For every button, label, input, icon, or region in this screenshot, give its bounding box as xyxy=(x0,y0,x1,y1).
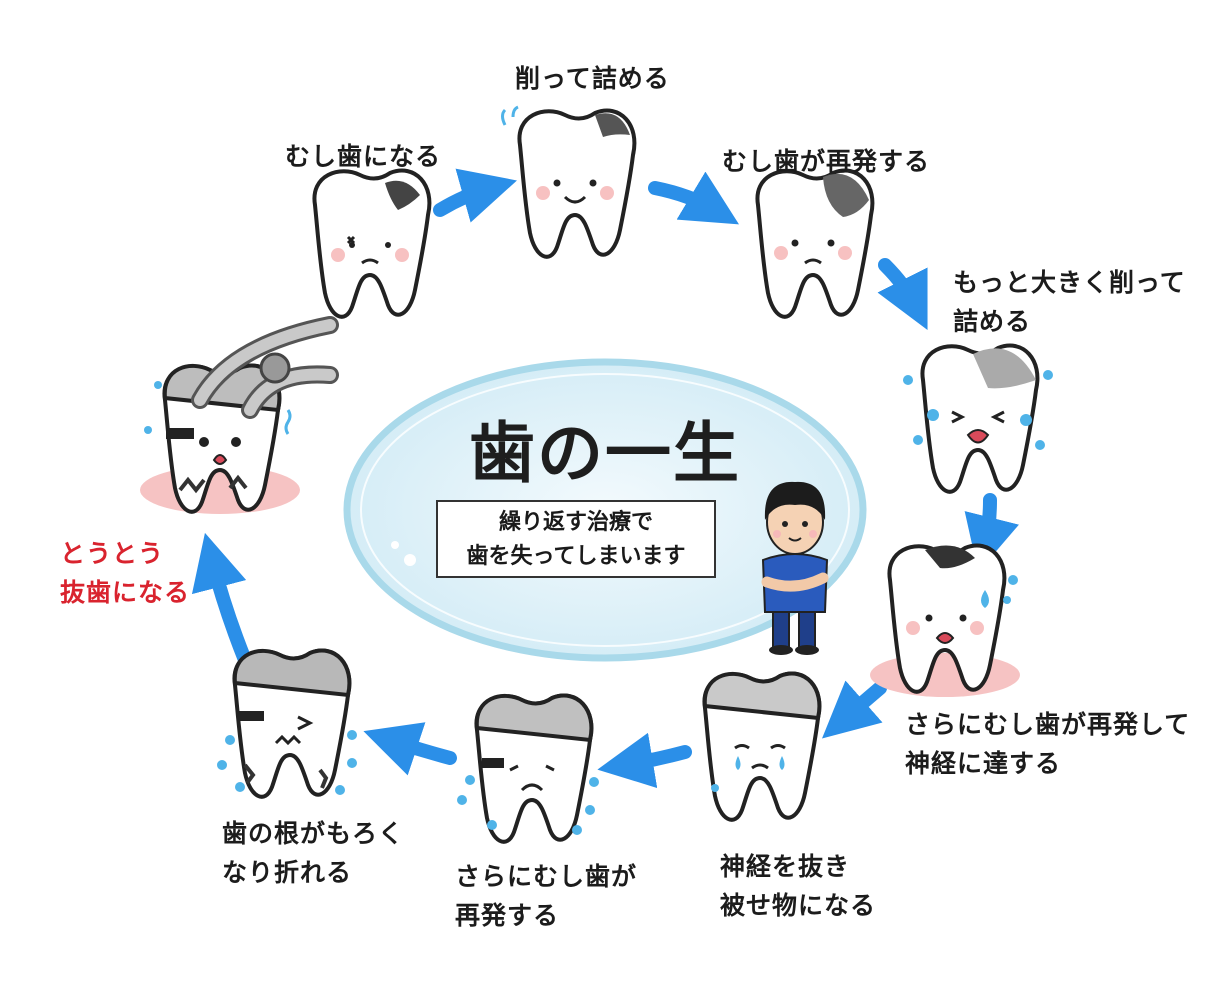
arrow-3-to-4 xyxy=(877,258,928,331)
arrow-7-to-8 xyxy=(363,722,457,776)
step-label-line: さらにむし歯が再発して xyxy=(905,710,1191,739)
tooth-icon xyxy=(501,105,637,259)
arrow-4-to-5 xyxy=(964,493,1019,573)
forceps-icon xyxy=(191,316,339,419)
step-label-line: 抜歯になる xyxy=(60,577,191,607)
arrow-1-to-2 xyxy=(433,168,517,223)
step-label-line: 神経に達する xyxy=(905,748,1062,778)
arrow-6-to-7 xyxy=(597,732,692,789)
step-label-line: むし歯が再発する xyxy=(722,147,931,176)
step-label-3: むし歯が再発する xyxy=(722,143,930,182)
arrow-8-to-9 xyxy=(191,532,252,667)
step-label-line: とうとう xyxy=(60,539,165,568)
step-label-5: さらにむし歯が再発して 神経に達する xyxy=(905,706,1190,784)
tooth-icon xyxy=(457,693,599,844)
dentist-figure-icon xyxy=(761,481,829,655)
step-label-1: むし歯になる xyxy=(285,138,441,177)
step-label-line: むし歯になる xyxy=(285,142,442,171)
arrow-5-to-6 xyxy=(822,680,887,739)
cycle-arrows xyxy=(191,168,1019,789)
step-label-line: 削って詰める xyxy=(515,64,670,93)
step-label-line: 詰める xyxy=(953,306,1032,336)
tooth-icon xyxy=(870,543,1020,697)
tooth-icon xyxy=(903,343,1053,494)
subtitle-line: 繰り返す治療で xyxy=(498,510,653,535)
step-label-line: なり折れる xyxy=(222,857,353,887)
step-label-8: 歯の根がもろく なり折れる xyxy=(222,815,404,893)
arrow-2-to-3 xyxy=(648,171,740,225)
step-label-line: さらにむし歯が xyxy=(455,862,638,891)
step-label-2: 削って詰める xyxy=(515,60,670,99)
step-label-6: 神経を抜き 被せ物になる xyxy=(720,848,876,926)
tooth-icon xyxy=(702,671,822,822)
step-label-line: 被せ物になる xyxy=(720,890,877,920)
tooth-icon xyxy=(755,168,875,319)
step-label-line: 歯の根がもろく xyxy=(222,819,405,848)
tooth-icon xyxy=(312,168,432,319)
step-label-line: もっと大きく削って xyxy=(953,268,1186,297)
subtitle-box: 繰り返す治療で 歯を失ってしまいます xyxy=(436,500,716,578)
subtitle-line: 歯を失ってしまいます xyxy=(466,544,686,569)
diagram-title: 歯の一生 xyxy=(469,415,741,492)
step-label-line: 神経を抜き xyxy=(720,852,851,881)
step-label-line: 再発する xyxy=(455,900,560,930)
step-label-7: さらにむし歯が 再発する xyxy=(455,858,637,936)
step-label-9: とうとう 抜歯になる xyxy=(60,535,190,613)
tooth-icon xyxy=(217,648,357,799)
step-label-4: もっと大きく削って 詰める xyxy=(953,264,1186,342)
